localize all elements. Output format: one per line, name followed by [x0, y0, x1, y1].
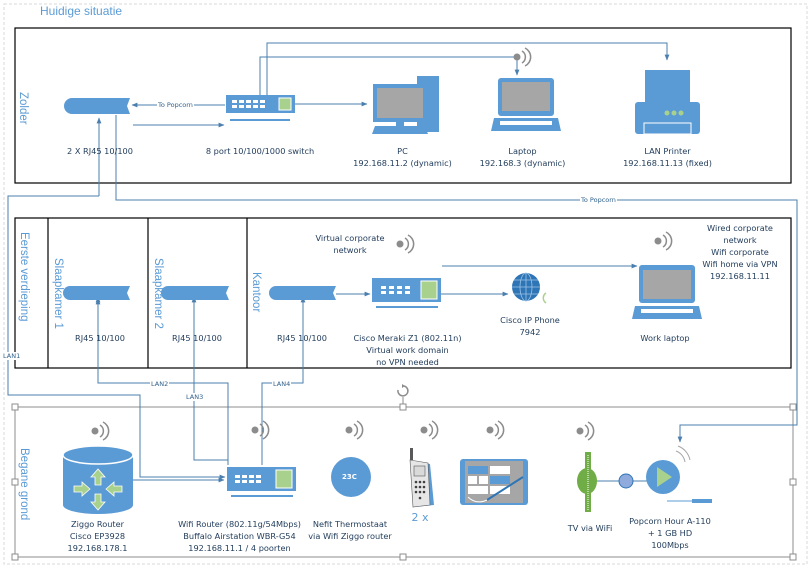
meraki-icon	[372, 278, 441, 308]
thermostat-label: Nefit Thermostaat via Wifi Ziggo router	[300, 518, 400, 542]
rotate-handle-icon[interactable]	[397, 384, 409, 404]
printer-ip: 192.168.11.13 (fixed)	[623, 158, 712, 168]
meraki-line1: Cisco Meraki Z1 (802.11n)	[353, 333, 462, 343]
ziggo-line1: Ziggo Router	[70, 519, 125, 529]
wifi-router-label: Wifi Router (802.11g/54Mbps) Buffalo Air…	[172, 518, 307, 554]
meraki-line3: no VPN needed	[376, 357, 439, 367]
floor-label-zolder: Zolder	[17, 92, 29, 125]
ip-phone-line1: Cisco IP Phone	[500, 315, 560, 325]
popcorn-line3: 100Mbps	[651, 540, 689, 550]
virtual-network-label: Virtual corporate network	[305, 232, 395, 256]
lan2-label: LAN2	[150, 380, 170, 388]
lan1-label: LAN1	[2, 352, 22, 360]
wifi-router-line2: Buffalo Airstation WBR-G54	[183, 531, 296, 541]
floor-label-begane: Begane grond	[18, 448, 30, 521]
rj45-slaapkamer2-label: RJ45 10/100	[172, 333, 222, 343]
eerste-frame	[14, 217, 792, 369]
laptop-ip: 192.168.3 (dynamic)	[479, 158, 566, 168]
diagram-title: Huidige situatie	[40, 4, 123, 18]
ip-phone-label: Cisco IP Phone 7942	[490, 314, 570, 338]
pc-icon	[372, 76, 439, 134]
outlet-slaapkamer1-icon	[63, 286, 130, 300]
networks-line5: 192.168.11.11	[710, 271, 770, 281]
pc-label: PC 192.168.11.2 (dynamic)	[345, 145, 460, 169]
wifi-router-line3: 192.168.11.1 / 4 poorten	[188, 543, 291, 553]
virtual-network-line2: network	[333, 245, 367, 255]
outlet-kantoor-icon	[269, 286, 336, 300]
printer-label: LAN Printer 192.168.11.13 (fixed)	[610, 145, 725, 169]
wifi-router-line1: Wifi Router (802.11g/54Mbps)	[178, 519, 301, 529]
rj45-slaapkamer1-label: RJ45 10/100	[75, 333, 125, 343]
popcorn-line1: Popcorn Hour A-110	[629, 516, 711, 526]
rj45-kantoor-label: RJ45 10/100	[277, 333, 327, 343]
tv-label: TV via WiFi	[567, 523, 613, 533]
ziggo-line3: 192.168.178.1	[67, 543, 128, 553]
ziggo-router-label: Ziggo Router Cisco EP3928 192.168.178.1	[55, 518, 140, 554]
laptop-icon	[491, 78, 561, 131]
room-label-slaapkamer1: Slaapkamer 1	[52, 258, 64, 329]
networks-line4: Wifi home via VPN	[702, 259, 778, 269]
laptop-name: Laptop	[508, 146, 537, 156]
page-border	[3, 3, 808, 565]
room-label-kantoor: Kantoor	[250, 272, 262, 313]
wifi-icon	[654, 231, 673, 251]
to-popcorn-label: To Popcorn	[157, 101, 194, 109]
phones-count-label: 2 x	[411, 511, 429, 524]
thermostat-line2: via Wifi Ziggo router	[308, 531, 392, 541]
outlet-icons	[63, 286, 336, 300]
virtual-network-line1: Virtual corporate	[315, 233, 385, 243]
mobile-phone-icon	[409, 448, 434, 508]
printer-name: LAN Printer	[644, 146, 691, 156]
wall-outlet-icon	[64, 98, 130, 114]
ziggo-router-icon	[62, 445, 134, 514]
selection-handles[interactable]	[11, 403, 797, 561]
lan3-label: LAN3	[185, 393, 205, 401]
work-laptop-icon	[632, 265, 702, 319]
room-label-slaapkamer2: Slaapkamer 2	[152, 258, 164, 329]
networks-line1: Wired corporate	[707, 223, 773, 233]
switch-label: 8 port 10/100/1000 switch	[205, 146, 315, 156]
networks-line2: network	[723, 235, 757, 245]
wifi-icon	[513, 47, 532, 67]
wifi-icon	[420, 420, 439, 440]
laptop-label: Laptop 192.168.3 (dynamic)	[470, 145, 575, 169]
wifi-icon	[396, 234, 415, 254]
popcorn-player-icon	[646, 445, 712, 503]
popcorn-line2: + 1 GB HD	[647, 528, 693, 538]
ip-phone-globe-icon	[512, 272, 547, 304]
meraki-label: Cisco Meraki Z1 (802.11n) Virtual work d…	[345, 332, 470, 368]
tablet-icon	[460, 459, 528, 505]
floor-label-eerste: Eerste verdieping	[18, 232, 30, 322]
printer-icon	[635, 70, 700, 135]
wifi-icon	[576, 421, 595, 441]
networks-line3: Wifi corporate	[711, 247, 769, 257]
wifi-icon	[486, 420, 505, 440]
outlet-slaapkamer2-icon	[161, 286, 229, 300]
work-laptop-networks-label: Wired corporate network Wifi corporate W…	[695, 222, 785, 282]
wifi-icon	[345, 420, 364, 440]
lan4-label: LAN4	[272, 380, 292, 388]
meraki-line2: Virtual work domain	[366, 345, 449, 355]
wifi-icon	[251, 420, 270, 440]
switch-icon	[226, 95, 295, 121]
wall-outlet-label: 2 X RJ45 10/100	[67, 146, 133, 156]
wifi-router-icon	[227, 467, 296, 497]
thermostat-icon	[331, 457, 371, 497]
work-laptop-label: Work laptop	[640, 333, 690, 343]
ip-phone-line2: 7942	[519, 327, 541, 337]
to-popcorn-link-label: To Popcorn	[580, 196, 617, 204]
thermostat-line1: Nefit Thermostaat	[312, 519, 388, 529]
connector-node-icon	[618, 473, 634, 489]
tv-icon	[577, 452, 597, 512]
pc-name: PC	[397, 146, 408, 156]
thermostat-value: 23C	[342, 473, 357, 481]
popcorn-label: Popcorn Hour A-110 + 1 GB HD 100Mbps	[625, 515, 715, 551]
zolder-frame	[14, 27, 792, 184]
pc-ip: 192.168.11.2 (dynamic)	[353, 158, 452, 168]
wifi-icon	[91, 421, 110, 441]
ziggo-line2: Cisco EP3928	[69, 531, 126, 541]
